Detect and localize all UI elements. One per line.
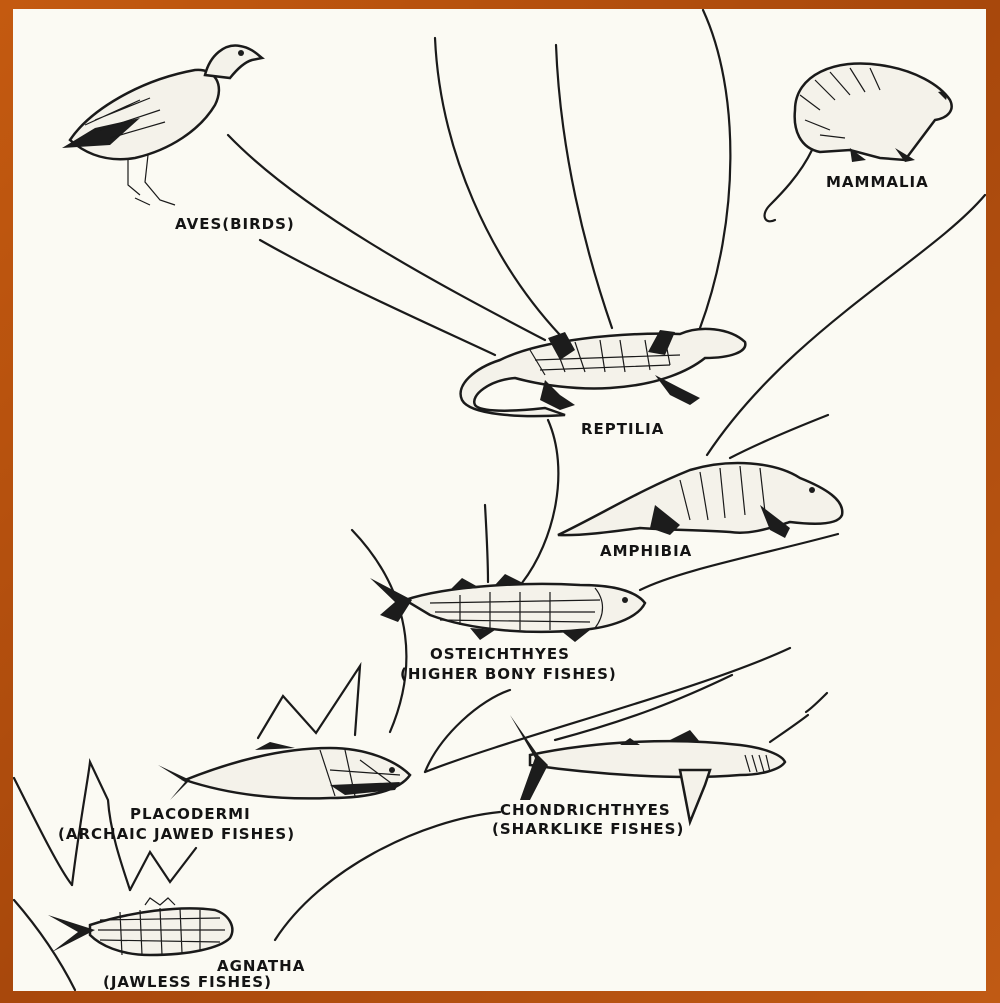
branch-agnatha-stem <box>275 812 500 940</box>
placoderm-illustration <box>158 742 410 800</box>
branch-reptilia-stem <box>522 420 558 583</box>
branch-up-2 <box>556 45 612 328</box>
label-amphibia: AMPHIBIA <box>600 542 692 560</box>
bony-fish-illustration <box>370 574 645 642</box>
bird-illustration <box>62 46 262 205</box>
label-osteichthyes-sub: (HIGHER BONY FISHES) <box>400 665 617 683</box>
branch-agnatha-zig <box>130 848 196 890</box>
evolution-tree <box>13 9 986 991</box>
branch-amphibia-top <box>730 415 828 458</box>
jawless-fish-illustration <box>48 898 232 955</box>
branch-chondr-2 <box>555 675 732 740</box>
diagram-canvas: AVES(BIRDS) MAMMALIA REPTILIA AMPHIBIA O… <box>13 9 986 991</box>
branch-placo-zig <box>258 666 360 738</box>
branch-bottom-left <box>14 900 75 990</box>
branch-aves-2 <box>260 240 495 355</box>
label-osteichthyes: OSTEICHTHYES <box>430 645 570 663</box>
branch-chondr-stem <box>425 690 510 772</box>
branch-up-3 <box>700 10 730 328</box>
label-chondrichthyes: CHONDRICHTHYES <box>500 801 671 819</box>
branch-osteich-mid <box>485 505 488 582</box>
label-placodermi: PLACODERMI <box>130 805 251 823</box>
opossum-illustration <box>765 63 952 221</box>
label-chondrichthyes-sub: (SHARKLIKE FISHES) <box>492 820 684 838</box>
label-placodermi-sub: (ARCHAIC JAWED FISHES) <box>58 825 295 843</box>
amphibian-illustration <box>558 463 842 538</box>
label-mammalia: MAMMALIA <box>826 173 929 191</box>
branch-mammalia <box>707 195 985 455</box>
branch-lines <box>14 10 985 990</box>
lizard-illustration <box>461 329 746 416</box>
branch-chondr-3 <box>770 715 808 742</box>
branch-aves-1 <box>228 135 545 340</box>
branch-osteich-left <box>352 530 406 732</box>
label-agnatha-sub: (JAWLESS FISHES) <box>103 973 272 991</box>
label-aves: AVES(BIRDS) <box>175 215 295 233</box>
label-reptilia: REPTILIA <box>581 420 664 438</box>
branch-chondr-4 <box>806 693 827 712</box>
